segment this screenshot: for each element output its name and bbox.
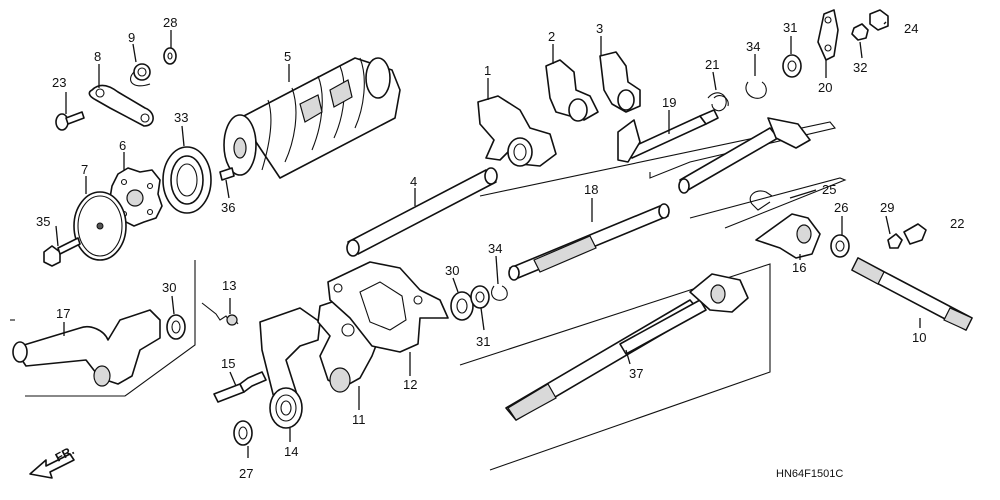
callout-26: 26	[834, 200, 848, 215]
clip-34-top	[745, 81, 767, 99]
callout-31b: 31	[476, 334, 490, 349]
callout-22: 22	[950, 216, 964, 231]
callout-3: 3	[596, 21, 603, 36]
callout-7: 7	[81, 162, 88, 177]
shift-fork-1	[477, 95, 557, 167]
washer-31-mid	[470, 285, 490, 309]
callout-4: 4	[410, 174, 417, 189]
bolt-22	[903, 223, 927, 245]
callout-5: 5	[284, 49, 291, 64]
callout-23: 23	[52, 75, 66, 90]
drum-bearing	[162, 146, 212, 214]
washer-28	[163, 47, 177, 65]
front-direction-arrow	[29, 453, 75, 479]
fork-shaft-19	[617, 109, 719, 163]
callout-19: 19	[662, 95, 676, 110]
shift-shaft-18	[508, 203, 670, 281]
washer-30-mid	[450, 291, 474, 321]
callout-20: 20	[818, 80, 832, 95]
callout-25: 25	[822, 182, 836, 197]
callout-15: 15	[221, 356, 235, 371]
callout-34b: 34	[488, 241, 502, 256]
callout-10: 10	[912, 330, 926, 345]
washer-26	[830, 234, 850, 258]
callout-35: 35	[36, 214, 50, 229]
clip-25	[749, 190, 773, 211]
bolt-29	[887, 233, 903, 249]
callout-30b: 30	[445, 263, 459, 278]
callout-33: 33	[174, 110, 188, 125]
callout-21: 21	[705, 57, 719, 72]
shift-shaft-upper	[678, 117, 811, 194]
shift-arm-16	[755, 213, 821, 259]
gearshift-drum	[223, 57, 401, 179]
callout-9: 9	[128, 30, 135, 45]
callout-11: 11	[352, 412, 366, 427]
clip-34-mid	[491, 285, 508, 301]
callout-29: 29	[880, 200, 894, 215]
callout-30a: 30	[162, 280, 176, 295]
bolt-35	[43, 237, 81, 267]
callout-24: 24	[904, 21, 918, 36]
callout-16: 16	[792, 260, 806, 275]
shift-shaft-37	[505, 273, 749, 421]
callout-27: 27	[239, 466, 253, 481]
nut-32	[851, 23, 869, 41]
drum-center-plate	[73, 191, 127, 261]
leader-lines	[55, 21, 921, 458]
callout-17: 17	[56, 306, 70, 321]
stopper-arm	[88, 84, 154, 127]
callout-31a: 31	[783, 20, 797, 35]
callout-37: 37	[629, 366, 643, 381]
washer-27	[233, 420, 253, 446]
bolt-15	[213, 371, 267, 403]
callout-14: 14	[284, 444, 298, 459]
shift-arm-20	[817, 9, 839, 61]
nut-24	[869, 9, 889, 31]
spring-13	[201, 302, 239, 326]
callout-2: 2	[548, 29, 555, 44]
callout-6: 6	[119, 138, 126, 153]
callout-32: 32	[853, 60, 867, 75]
bolt-23	[55, 111, 85, 131]
spring-21	[707, 92, 729, 112]
callout-12: 12	[403, 377, 417, 392]
washer-31-top	[782, 54, 802, 78]
shift-arm-17	[12, 309, 161, 387]
callout-36: 36	[221, 200, 235, 215]
shift-fork-3	[599, 51, 641, 113]
shift-arm-14	[259, 307, 321, 429]
shift-fork-2	[545, 59, 599, 122]
gasket-12	[327, 261, 449, 353]
callout-1: 1	[484, 63, 491, 78]
stopper-spring	[130, 63, 151, 87]
callout-34a: 34	[746, 39, 760, 54]
callout-18: 18	[584, 182, 598, 197]
fork-shaft-4	[346, 167, 498, 257]
washer-30-left	[166, 314, 186, 340]
drum-pin	[219, 167, 235, 181]
callout-8: 8	[94, 49, 101, 64]
callout-labels: 1 2 3 4 5 6 7 8 9 10 11 12 13 14 15 16 1…	[36, 15, 964, 481]
callout-13: 13	[222, 278, 236, 293]
diagram-code: HN64F1501C	[776, 468, 843, 480]
callout-28: 28	[163, 15, 177, 30]
shift-shaft-10	[851, 257, 973, 331]
